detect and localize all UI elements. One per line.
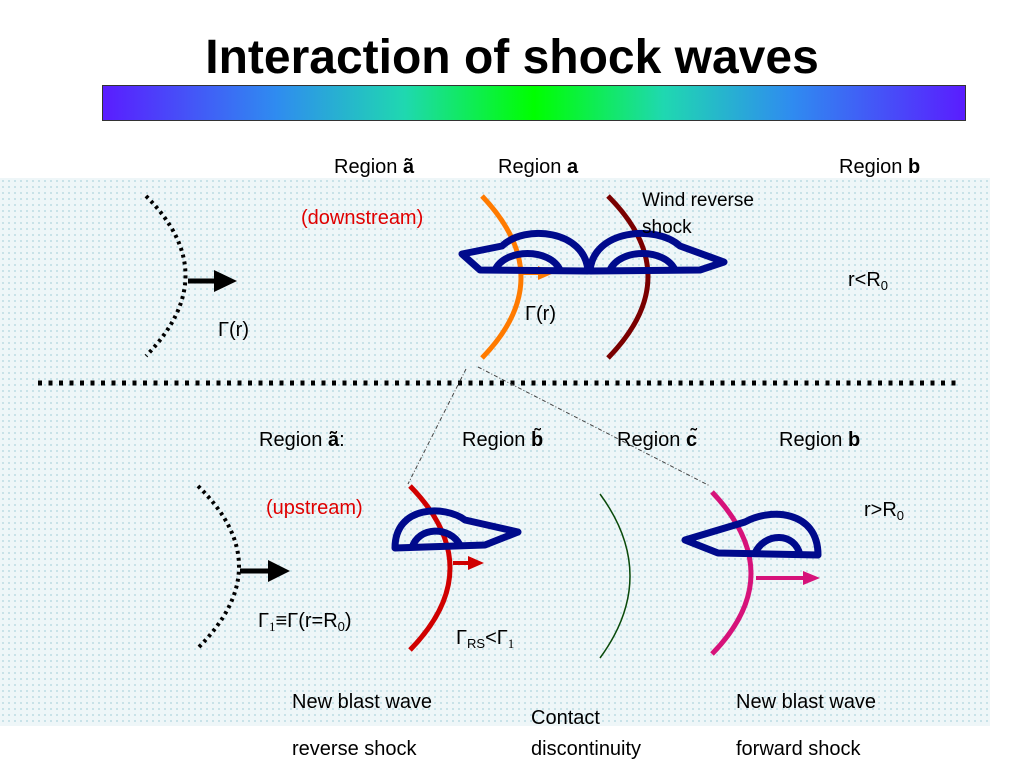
title-gradient-bar [102, 85, 966, 121]
top-orange-shock [480, 194, 524, 360]
bottom-left-arrow [240, 560, 290, 582]
gamma-rs-label: ΓRS<Γ1 [456, 627, 515, 651]
top-left-gamma-label: Γ(r) [218, 319, 249, 341]
top-region-b: Region b [839, 156, 921, 178]
contact-label: Contact [531, 707, 600, 729]
new-blast-wave-left-label: New blast wave [292, 691, 433, 713]
top-curved-arrow-left [458, 230, 592, 275]
bottom-left-dotted-shock [196, 484, 241, 650]
forward-shock-label: forward shock [736, 738, 861, 760]
top-region-a-tilde: Region ã [334, 156, 415, 178]
bottom-red-arrow [453, 556, 484, 570]
bottom-region-c-tilde: Region c̃ [617, 429, 698, 451]
r-greater-than-r0-label: r>R0 [864, 499, 905, 523]
bottom-magenta-forward-shock [710, 490, 754, 656]
bottom-red-reverse-shock [408, 484, 453, 652]
contact-discontinuity-line [599, 493, 631, 659]
bottom-curved-arrow-left [391, 507, 522, 552]
downstream-label: (downstream) [301, 207, 424, 229]
top-mid-gamma-label: Γ(r) [525, 303, 556, 325]
discontinuity-label: discontinuity [531, 738, 642, 760]
top-left-arrow [188, 270, 237, 292]
bottom-magenta-arrow [756, 571, 820, 585]
top-darkred-shock [606, 194, 651, 360]
reverse-shock-label: reverse shock [292, 738, 417, 760]
upstream-label: (upstream) [266, 497, 363, 519]
bottom-region-a-tilde: Region ã: [259, 429, 345, 451]
top-region-a: Region a [498, 156, 579, 178]
r-less-than-r0-label: r<R0 [848, 269, 889, 293]
bottom-curved-arrow-right [681, 510, 822, 559]
bottom-region-b: Region b [779, 429, 861, 451]
gamma1-definition-label: Γ1≡Γ(r=R0) [258, 610, 352, 634]
zoom-line-right [477, 366, 711, 487]
new-blast-wave-right-label: New blast wave [736, 691, 877, 713]
zoom-line-left [407, 368, 467, 485]
bottom-region-b-tilde: Region b̃ [462, 429, 544, 451]
top-curved-arrow-right [586, 230, 728, 275]
top-left-dotted-shock [144, 194, 188, 358]
slide-title: Interaction of shock waves [205, 31, 819, 84]
